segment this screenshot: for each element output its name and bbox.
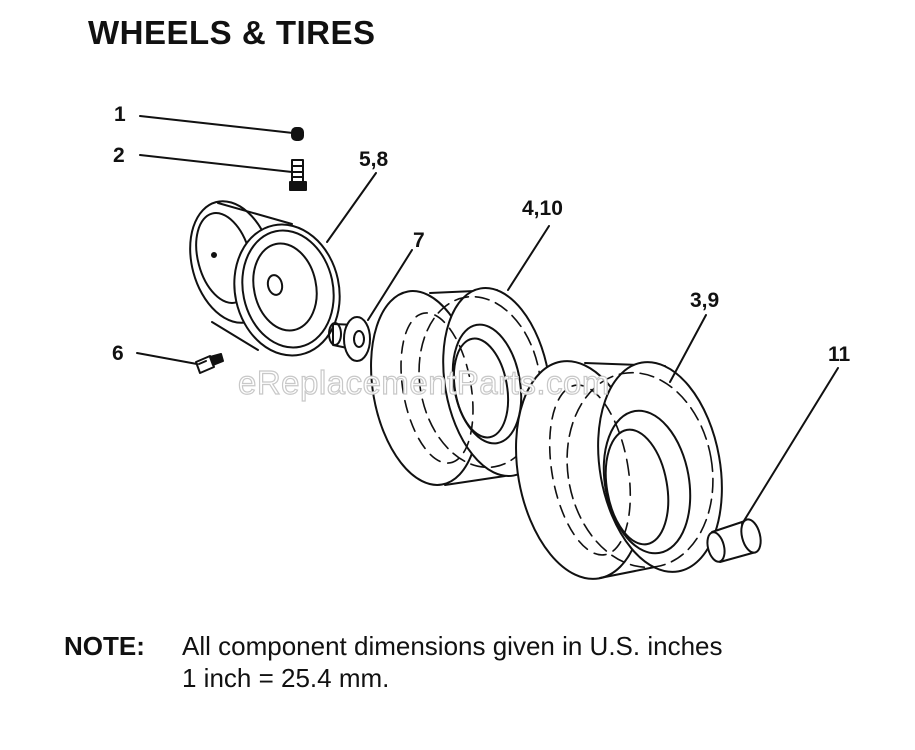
end-cap-part xyxy=(706,518,762,563)
valve-cap-part xyxy=(291,127,304,141)
wheel-rim-part xyxy=(189,200,341,357)
rear-tire-part xyxy=(515,360,723,580)
page-title: WHEELS & TIRES xyxy=(88,14,376,51)
note-text-line-2: 1 inch = 25.4 mm. xyxy=(182,663,390,693)
callout-11: 11 xyxy=(828,343,851,366)
callout-3-9: 3,9 xyxy=(690,289,719,312)
callout-2: 2 xyxy=(113,144,125,167)
leader-lines xyxy=(136,115,839,525)
grease-fitting-part xyxy=(195,353,224,374)
note-text-line-1: All component dimensions given in U.S. i… xyxy=(182,631,723,661)
note-label: NOTE: xyxy=(64,631,145,661)
bushing-part xyxy=(328,316,371,362)
callout-1: 1 xyxy=(114,103,126,126)
callout-6: 6 xyxy=(112,342,124,365)
valve-stem-part xyxy=(289,159,307,191)
watermark: eReplacementParts.com xyxy=(238,364,610,401)
callout-4-10: 4,10 xyxy=(522,197,563,220)
front-tire-part xyxy=(370,287,552,486)
callout-7: 7 xyxy=(413,229,425,252)
callout-5-8: 5,8 xyxy=(359,148,389,171)
